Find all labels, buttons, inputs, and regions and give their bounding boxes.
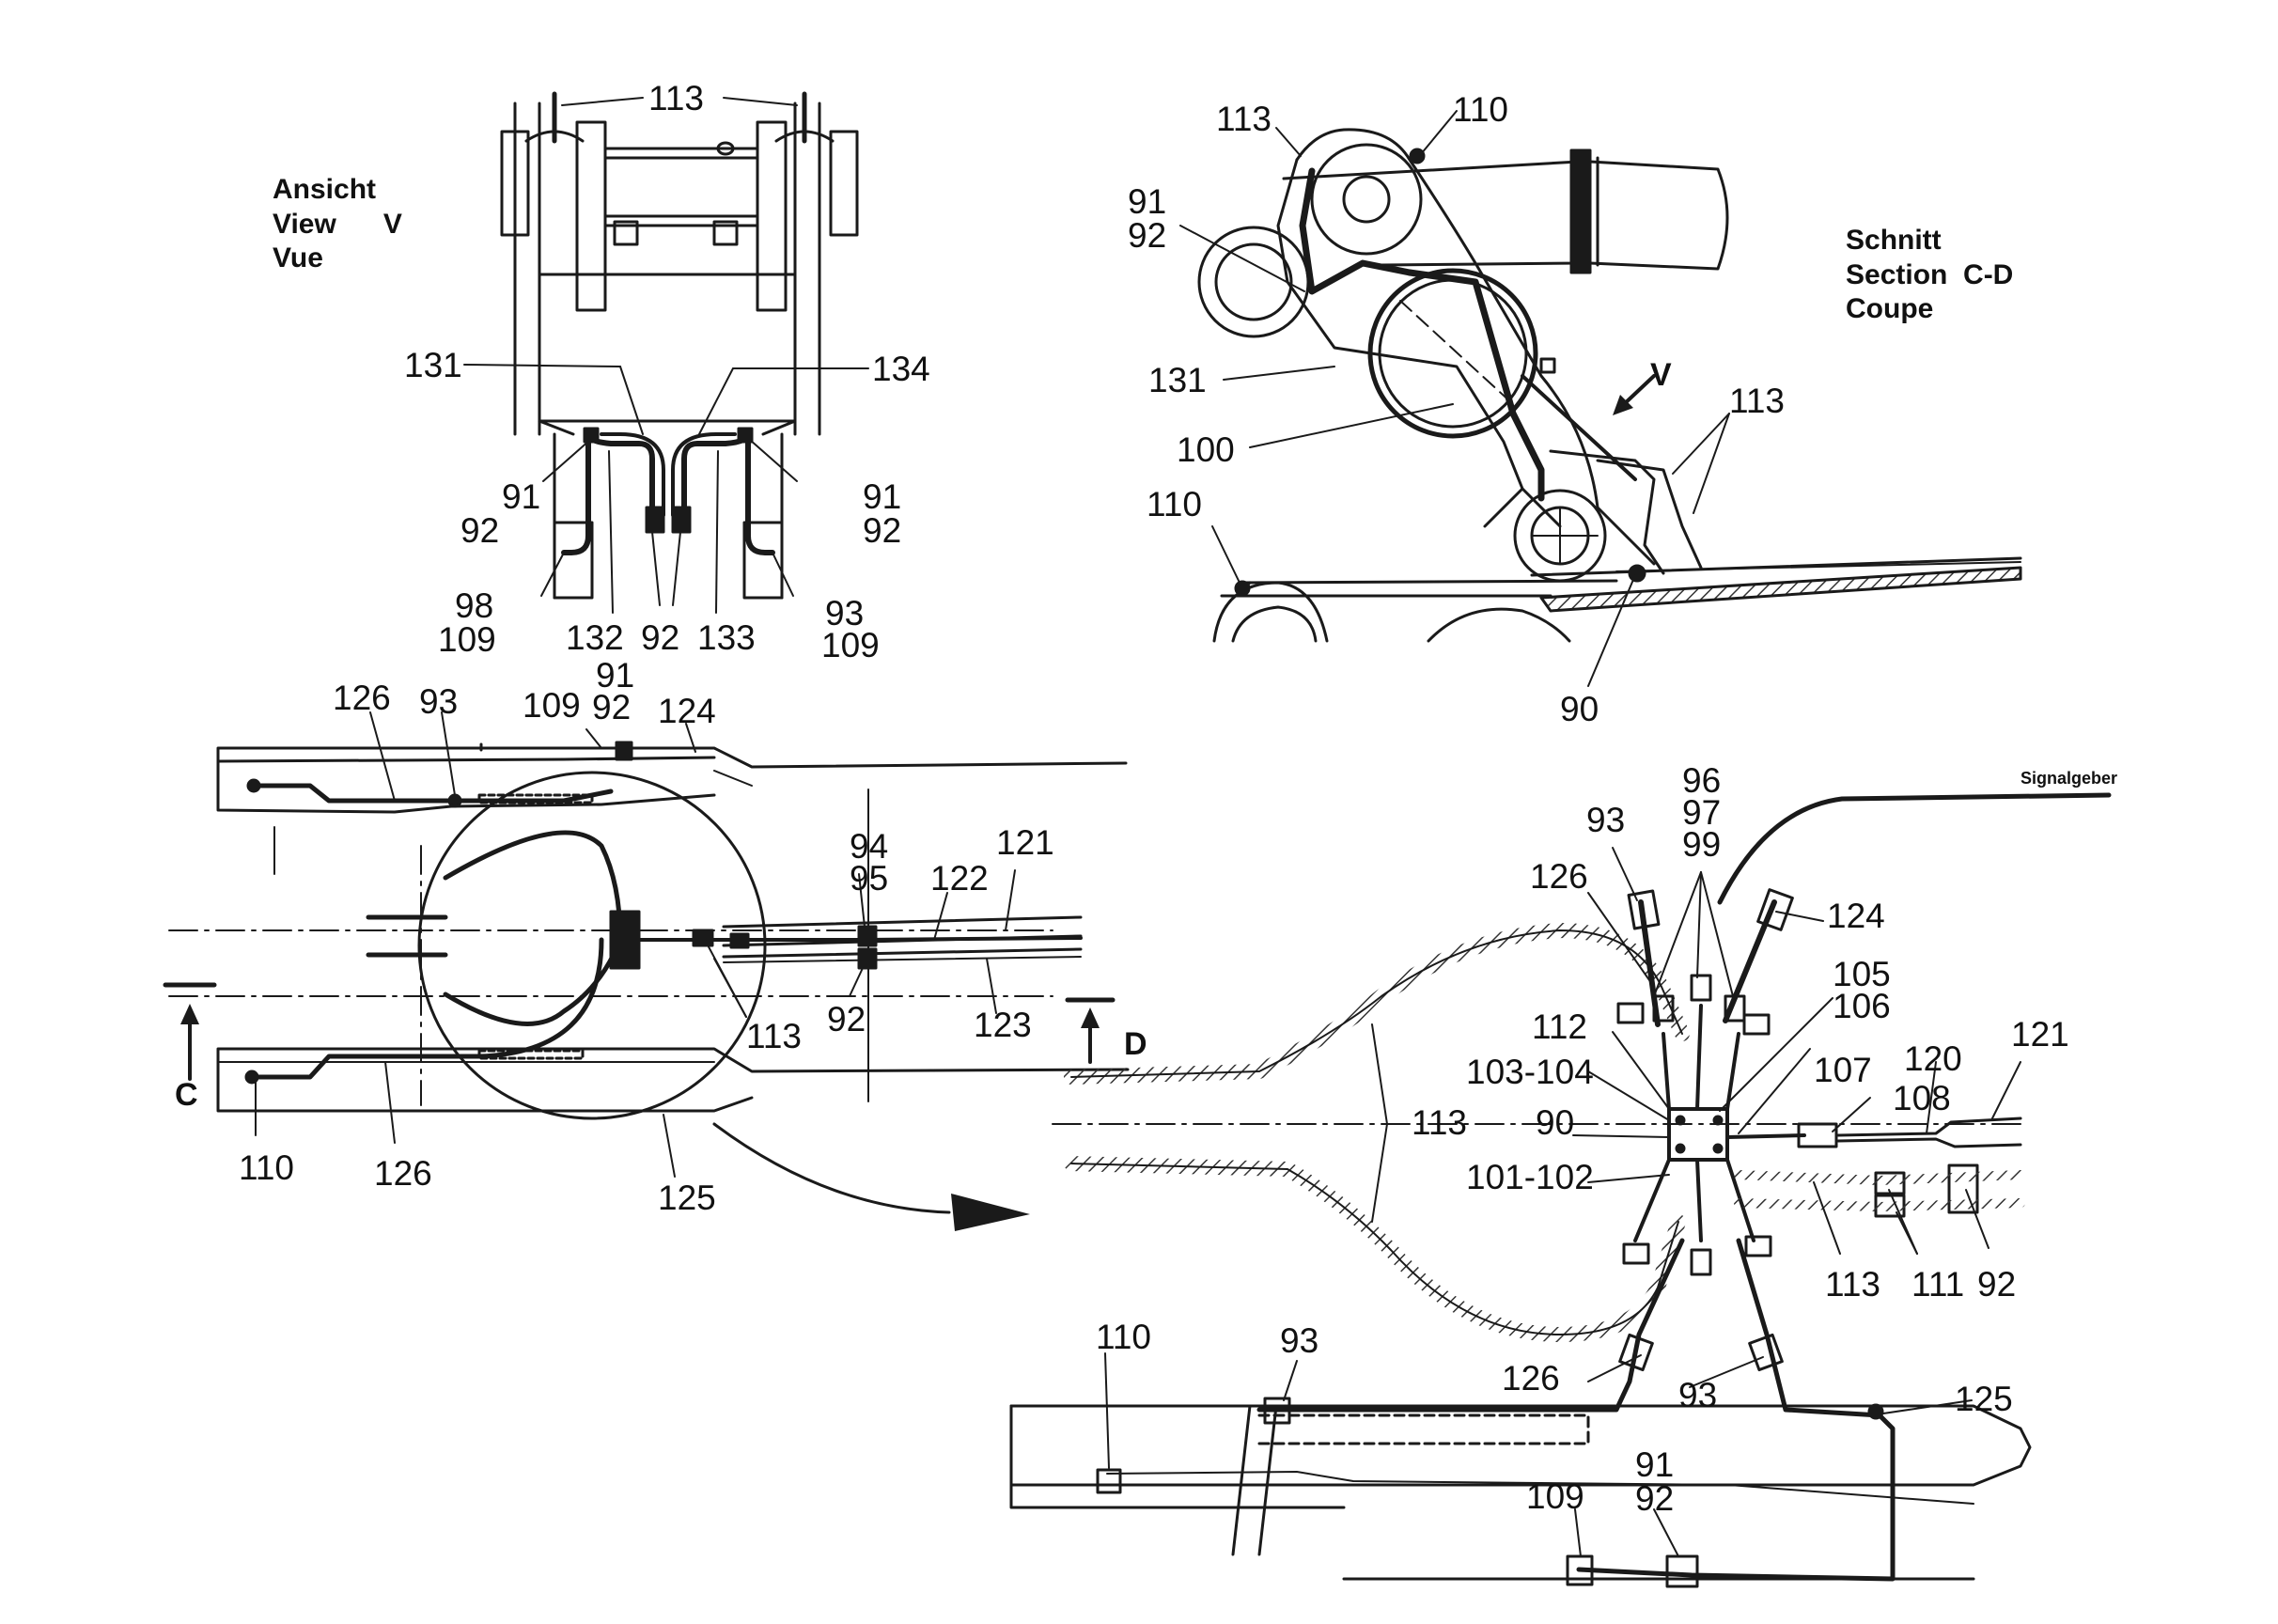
- part-label: 131: [1148, 361, 1207, 399]
- part-label: 93: [1678, 1376, 1718, 1414]
- section-marker-d: D: [1124, 1026, 1147, 1062]
- part-label: 113: [1412, 1103, 1467, 1142]
- part-label: 92: [460, 511, 500, 550]
- caption-line: Ansicht: [273, 174, 377, 205]
- section-marker-c: C: [175, 1077, 198, 1113]
- caption-line: Vue: [273, 242, 323, 274]
- part-label: 132: [566, 618, 624, 657]
- part-label: 99: [1682, 825, 1722, 864]
- part-label: 97: [1682, 793, 1722, 832]
- part-label: 113: [746, 1017, 802, 1055]
- part-label: 126: [374, 1154, 432, 1193]
- part-label: 110: [1147, 485, 1202, 523]
- part-label: 93: [825, 594, 865, 632]
- part-label: 112: [1532, 1007, 1587, 1046]
- caption-line: Schnitt: [1846, 225, 1942, 256]
- part-label: 92: [1128, 216, 1167, 255]
- part-label: 113: [648, 79, 704, 117]
- part-label: 94: [850, 827, 889, 866]
- part-label: 110: [1453, 90, 1508, 129]
- part-label: 92: [863, 511, 902, 550]
- part-label: 109: [438, 620, 496, 659]
- part-label: 126: [1530, 857, 1588, 896]
- caption-line: Coupe: [1846, 293, 1934, 325]
- part-label: 124: [658, 692, 716, 730]
- part-label: 121: [2011, 1015, 2069, 1054]
- part-label: 113: [1216, 100, 1272, 138]
- part-label: 101-102: [1466, 1158, 1594, 1196]
- part-label: 105: [1833, 955, 1891, 993]
- part-label: 90: [1560, 690, 1599, 728]
- part-label: 133: [697, 618, 756, 657]
- part-label: 121: [996, 823, 1054, 862]
- part-label: 126: [1502, 1359, 1560, 1398]
- part-label: 91: [502, 477, 541, 516]
- part-label: 123: [974, 1006, 1032, 1044]
- part-label: 92: [827, 1000, 866, 1038]
- detail-drawing: [1009, 792, 2112, 1588]
- part-label: 124: [1827, 897, 1885, 935]
- part-label: 91: [1128, 182, 1167, 221]
- part-label: 109: [821, 626, 880, 664]
- part-label: 125: [658, 1179, 716, 1217]
- part-label: 95: [850, 859, 889, 898]
- part-label: 93: [1586, 801, 1626, 839]
- view-marker-v: V: [1650, 357, 1672, 393]
- signalgeber-label: Signalgeber: [2021, 769, 2118, 788]
- part-label: 109: [523, 686, 581, 725]
- part-label: 93: [1280, 1321, 1319, 1360]
- part-label: 111: [1911, 1265, 1965, 1304]
- section-cd-caption: Schnitt Section C-D Coupe: [1846, 224, 2013, 327]
- part-label: 108: [1893, 1079, 1951, 1117]
- part-label: 109: [1526, 1477, 1584, 1516]
- section-cd-drawing: [1179, 110, 2022, 687]
- caption-line: View V: [273, 208, 402, 240]
- part-label: 92: [592, 688, 632, 726]
- part-label: 91: [596, 656, 635, 695]
- part-label: 113: [1825, 1265, 1880, 1304]
- part-label: 122: [930, 859, 989, 898]
- part-label: 107: [1814, 1051, 1872, 1089]
- part-label: 92: [1977, 1265, 2017, 1304]
- part-label: 126: [333, 679, 391, 717]
- part-label: 131: [404, 346, 462, 384]
- part-label: 96: [1682, 761, 1722, 800]
- part-label: 106: [1833, 987, 1891, 1025]
- part-label: 91: [1635, 1445, 1675, 1484]
- part-label: 92: [641, 618, 680, 657]
- part-label: 113: [1729, 382, 1785, 420]
- part-label: 120: [1904, 1039, 1962, 1078]
- part-label: 110: [239, 1148, 294, 1187]
- part-label: 103-104: [1466, 1053, 1594, 1091]
- part-label: 92: [1635, 1479, 1675, 1518]
- part-label: 93: [419, 682, 459, 721]
- caption-line: Section C-D: [1846, 258, 2014, 290]
- part-label: 90: [1536, 1103, 1575, 1142]
- part-label: 91: [863, 477, 902, 516]
- part-label: 100: [1177, 430, 1235, 469]
- part-label: 98: [455, 586, 494, 625]
- view-v-caption: Ansicht View V Vue: [273, 173, 402, 276]
- view-v-drawing: [463, 91, 869, 614]
- part-label: 110: [1096, 1318, 1151, 1356]
- part-label: 134: [872, 350, 930, 388]
- plan-view-drawing: [163, 711, 1130, 1231]
- part-label: 125: [1955, 1380, 2013, 1418]
